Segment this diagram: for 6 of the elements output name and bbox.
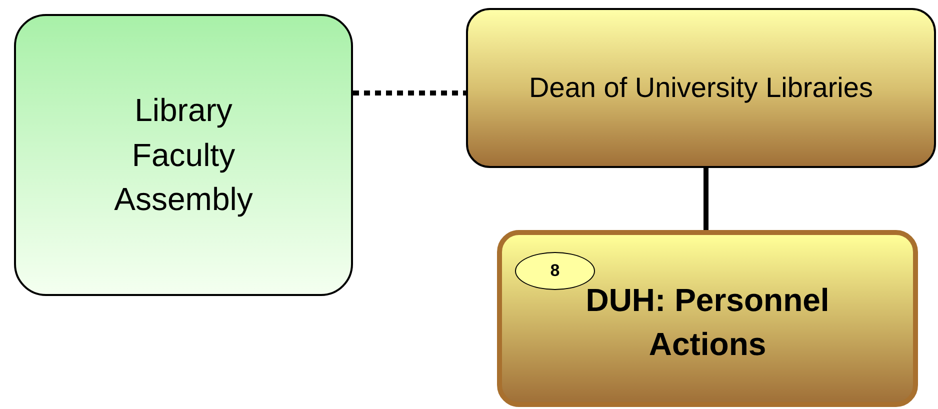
assembly-box: Library Faculty Assembly: [14, 14, 353, 296]
number-ellipse: 8: [515, 252, 595, 290]
connector-line: [353, 90, 466, 96]
dean-box: Dean of University Libraries: [466, 8, 936, 168]
personnel-actions-box: DUH: Personnel Actions 8: [497, 230, 918, 407]
connector-line: [704, 168, 708, 230]
